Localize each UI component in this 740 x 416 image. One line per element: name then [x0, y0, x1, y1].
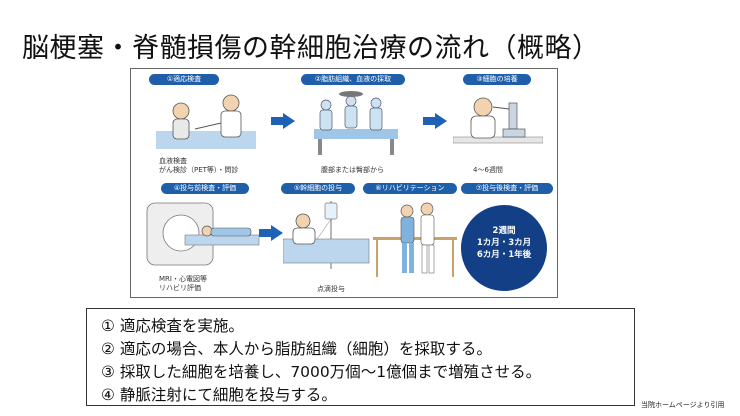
source-credit: 当院ホームページより引用: [641, 401, 725, 409]
step4-caption-line1: MRI・心電図等: [159, 275, 207, 283]
step5-caption: 点滴投与: [317, 285, 345, 293]
treatment-flow-figure: ①適応検査 ②脂肪組織、血液の採取 ③細胞の培養 血液検査 がん検診（PET等）…: [130, 68, 558, 298]
step-label-4: ④投与前検査・評価: [161, 183, 249, 194]
step1-caption-line2: がん検診（PET等）・問診: [159, 166, 239, 174]
list-item-1: ① 適応検査を実施。: [101, 317, 244, 335]
step-label-7: ⑦投与後検査・評価: [461, 183, 553, 194]
step-label-1: ①適応検査: [149, 74, 219, 85]
procedure-list: ① 適応検査を実施。 ② 適応の場合、本人から脂肪組織（細胞）を採取する。 ③ …: [86, 308, 635, 406]
microscope-illustration: [453, 97, 543, 144]
schedule-line-2: 1カ月・3カ月: [476, 238, 532, 248]
step4-caption-line2: リハビリ評価: [159, 284, 201, 292]
surgery-illustration: [314, 91, 398, 155]
consultation-illustration: [156, 94, 256, 149]
arrow-right-icon: [423, 113, 447, 129]
drip-infusion-illustration: [283, 201, 370, 269]
step2-caption: 腹部または臀部から: [321, 166, 384, 174]
schedule-line-1: 2週間: [492, 226, 516, 236]
arrow-right-icon: [271, 113, 295, 129]
step-label-3: ③細胞の培養: [463, 74, 531, 85]
list-item-3: ③ 採取した細胞を培養し、7000万個〜1億個まで増殖させる。: [101, 363, 542, 381]
mri-illustration: [146, 202, 260, 266]
step1-caption-line1: 血液検査: [159, 157, 187, 165]
rehabilitation-illustration: [373, 202, 457, 277]
step-label-6: ⑥リハビリテーション: [363, 183, 457, 194]
slide-title: 脳梗塞・脊髄損傷の幹細胞治療の流れ（概略）: [22, 33, 600, 64]
step3-caption: 4〜6週間: [473, 166, 503, 174]
arrow-right-icon: [259, 225, 283, 241]
list-item-4: ④ 静脈注射にて細胞を投与する。: [101, 386, 337, 404]
list-item-2: ② 適応の場合、本人から脂肪組織（細胞）を採取する。: [101, 340, 492, 358]
step-label-2: ②脂肪組織、血液の採取: [301, 74, 405, 85]
follow-up-schedule-badge: 2週間 1カ月・3カ月 6カ月・1年後: [461, 205, 547, 291]
schedule-line-3: 6カ月・1年後: [476, 250, 532, 260]
step-label-5: ⑤幹細胞の投与: [281, 183, 355, 194]
